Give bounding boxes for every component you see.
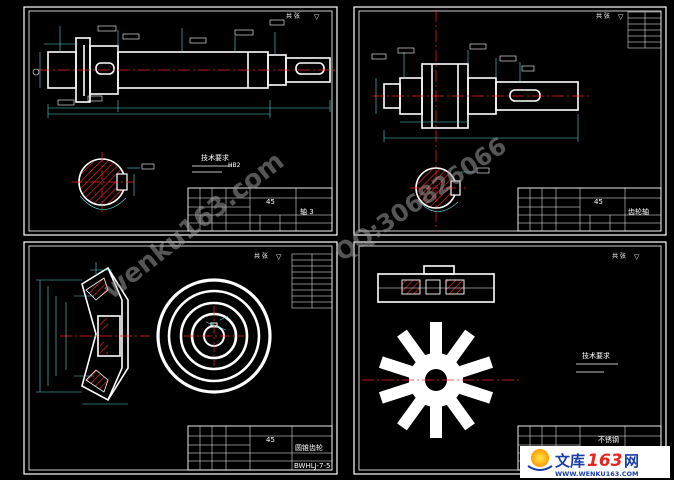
shaft-dimensions xyxy=(39,26,331,118)
tech-req-title-4: 技术要求 xyxy=(582,351,610,360)
sheet-star-wheel: 技术要求 共 张 ▽ 不锈钢 xyxy=(353,241,667,475)
part-name-3: 圆锥齿轮 xyxy=(295,443,323,452)
watermark-site: wenku163.com xyxy=(98,146,290,305)
drawing-code-3: BWHLJ-7-5 xyxy=(294,462,330,470)
star-tooth xyxy=(457,381,493,404)
roughness-mark-3: ▽ xyxy=(276,253,282,261)
star-tooth xyxy=(397,329,427,365)
material-4: 不锈钢 xyxy=(598,435,619,444)
star-bore xyxy=(425,369,447,391)
sheet-ratio-1: 共 张 xyxy=(286,12,300,20)
title-block-3 xyxy=(187,425,333,471)
tech-notes-1 xyxy=(192,165,232,173)
bevel-param-table xyxy=(291,253,333,309)
sheet-bevel-gear: 共 张 ▽ 45 圆锥齿轮 BWHLJ-7-5 xyxy=(23,241,338,475)
part-name-1: 轴 3 xyxy=(300,207,314,216)
sheet-shaft: 技术要求 HB2 共 张 ▽ 45 轴 3 xyxy=(23,6,338,236)
bevel-gear-side-hatch xyxy=(85,277,109,393)
title-block-1 xyxy=(187,187,333,232)
star-wheel-front-view xyxy=(379,322,493,438)
roughness-mark-4: ▽ xyxy=(634,253,640,261)
logo-num-text: 163 xyxy=(587,451,623,471)
star-tooth xyxy=(457,356,493,379)
shaft-section-view xyxy=(72,152,155,212)
bevel-gear-front-view xyxy=(156,278,272,394)
star-wheel-side-view xyxy=(377,265,495,303)
star-tooth xyxy=(445,329,475,365)
part-name-2: 齿轮轴 xyxy=(628,207,649,216)
gear-shaft-section-view xyxy=(410,167,490,212)
tolerance-frames-1 xyxy=(57,19,285,106)
bevel-front-centerlines xyxy=(184,306,244,366)
watermark-qq: QQ:306826066 xyxy=(330,132,512,267)
star-tooth xyxy=(430,404,442,438)
material-1: 45 xyxy=(266,198,275,206)
logo-cn-text: 文库 xyxy=(555,452,585,470)
sheet-ratio-2: 共 张 xyxy=(596,12,610,20)
gear-shaft-dimensions xyxy=(375,50,579,142)
hardness-note-1: HB2 xyxy=(228,162,241,169)
gear-param-table xyxy=(627,11,662,49)
sheet-ratio-3: 共 张 xyxy=(254,252,268,260)
star-tooth xyxy=(379,381,415,404)
bevel-dimensions xyxy=(36,262,128,405)
material-3: 45 xyxy=(266,436,275,444)
star-tooth xyxy=(379,356,415,379)
roughness-mark-1: ▽ xyxy=(314,13,320,21)
logo-url-text: WWW.WENKU163.COM xyxy=(555,470,639,478)
wenku-logo: 文库 163 网 WWW.WENKU163.COM xyxy=(520,446,670,478)
star-tooth xyxy=(445,395,475,431)
sheet-gear-shaft: 共 张 ▽ 45 齿轮轴 xyxy=(353,6,667,236)
bevel-front-dimensions xyxy=(205,315,229,331)
title-block-2 xyxy=(517,187,662,232)
logo-net-text: 网 xyxy=(624,452,639,470)
roughness-mark-2: ▽ xyxy=(618,13,624,21)
tech-notes-4 xyxy=(576,363,618,373)
tech-req-title-1: 技术要求 xyxy=(201,153,229,162)
sheet-ratio-4: 共 张 xyxy=(612,252,626,260)
sun-icon xyxy=(527,449,553,471)
star-tooth xyxy=(397,395,427,431)
star-tooth xyxy=(430,322,442,356)
material-2: 45 xyxy=(594,198,603,206)
tolerance-frames-2 xyxy=(371,43,535,72)
